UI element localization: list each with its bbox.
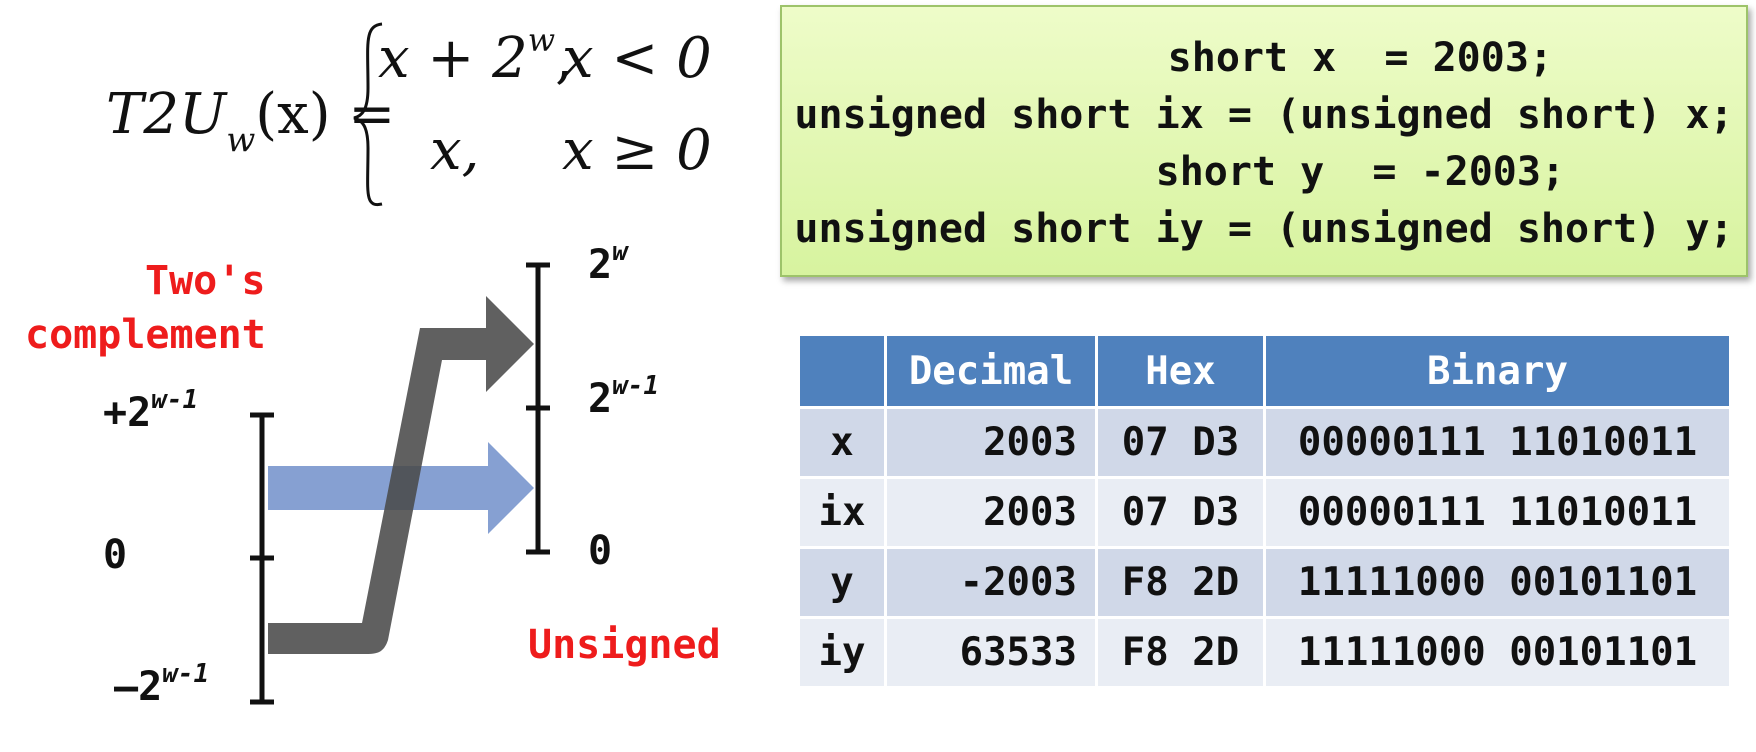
- cell-decimal: 63533: [884, 616, 1098, 689]
- table-row: ix 2003 07 D3 00000111 11010011: [797, 476, 1732, 549]
- cell-binary: 11111000 00101101: [1263, 546, 1732, 619]
- code-line-1: short x = 2003;: [975, 35, 1553, 81]
- unsigned-title: Unsigned: [528, 622, 721, 668]
- mapping-diagram: Two's complement Unsigned +2w-1 0 –2w-1 …: [0, 237, 760, 752]
- cell-decimal: 2003: [884, 476, 1098, 549]
- twos-complement-axis: [250, 412, 274, 705]
- cell-name: iy: [797, 616, 887, 689]
- table-header-row: Decimal Hex Binary: [797, 333, 1732, 409]
- formula-case1-cond: x < 0: [562, 26, 712, 91]
- code-snippet-box: short x = 2003; unsigned short ix = (uns…: [780, 5, 1748, 277]
- negative-mapping-arrow: [268, 296, 534, 654]
- right-tick-max: 2w: [588, 237, 628, 288]
- table-row: x 2003 07 D3 00000111 11010011: [797, 406, 1732, 479]
- formula-argument: (x) =: [255, 82, 396, 147]
- twos-complement-title-line1: Two's: [145, 258, 266, 304]
- header-name: [797, 333, 887, 409]
- cell-name: x: [797, 406, 887, 479]
- cell-binary: 00000111 11010011: [1263, 406, 1732, 479]
- formula-case2-expr: x,: [430, 118, 480, 183]
- cell-hex: F8 2D: [1095, 616, 1266, 689]
- right-tick-zero: 0: [588, 528, 613, 574]
- formula-case2-cond: x ≥ 0: [562, 118, 712, 183]
- conversion-table: Decimal Hex Binary x 2003 07 D3 00000111…: [797, 333, 1732, 689]
- table-row: iy 63533 F8 2D 11111000 00101101: [797, 616, 1732, 689]
- unsigned-axis: [526, 262, 550, 555]
- cell-hex: F8 2D: [1095, 546, 1266, 619]
- cell-name: ix: [797, 476, 887, 549]
- left-tick-zero: 0: [103, 532, 128, 578]
- code-line-3: short y = -2003;: [962, 149, 1566, 195]
- twos-complement-title-line2: complement: [25, 312, 266, 358]
- left-tick-max: +2w-1: [103, 385, 199, 436]
- left-tick-min: –2w-1: [114, 659, 210, 710]
- cell-binary: 00000111 11010011: [1263, 476, 1732, 549]
- mapping-diagram-graphics: [250, 262, 550, 705]
- formula-subscript: w: [226, 120, 256, 160]
- cell-decimal: 2003: [884, 406, 1098, 479]
- t2u-formula: T2Uw(x) = x + 2w, x < 0 x, x ≥ 0: [100, 18, 760, 208]
- cell-hex: 07 D3: [1095, 476, 1266, 549]
- cell-hex: 07 D3: [1095, 406, 1266, 479]
- header-hex: Hex: [1095, 333, 1266, 409]
- code-line-2: unsigned short ix = (unsigned short) x;: [794, 92, 1734, 138]
- code-line-4: unsigned short iy = (unsigned short) y;: [794, 206, 1734, 252]
- formula-case1-expr: x + 2w,: [378, 21, 573, 91]
- cell-name: y: [797, 546, 887, 619]
- formula-function-name: T2U: [106, 82, 227, 147]
- cell-decimal: -2003: [884, 546, 1098, 619]
- cell-binary: 11111000 00101101: [1263, 616, 1732, 689]
- formula-brace: [353, 22, 383, 207]
- right-tick-mid: 2w-1: [588, 371, 660, 422]
- header-decimal: Decimal: [884, 333, 1098, 409]
- formula-lhs: T2Uw(x) =: [106, 82, 396, 160]
- header-binary: Binary: [1263, 333, 1732, 409]
- table-row: y -2003 F8 2D 11111000 00101101: [797, 546, 1732, 619]
